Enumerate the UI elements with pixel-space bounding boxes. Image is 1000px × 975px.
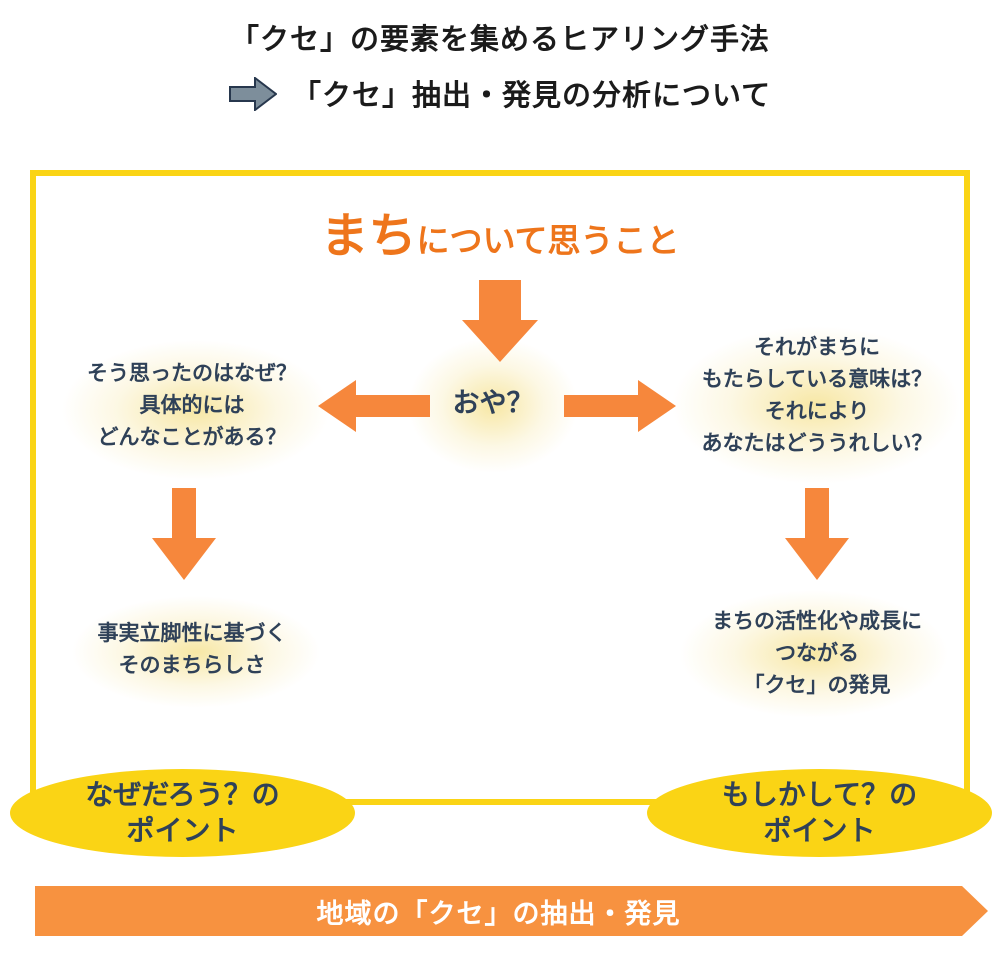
left-question-line: 具体的には <box>139 394 245 417</box>
page-title: 「クセ」の要素を集めるヒアリング手法 <box>229 24 770 56</box>
left-result-line: そのまちらしさ <box>118 654 266 677</box>
page-subtitle: 「クセ」抽出・発見の分析について <box>0 72 1000 114</box>
right-question-line: それにより <box>764 400 870 423</box>
page-subtitle-text: 「クセ」抽出・発見の分析について <box>291 80 772 112</box>
right-point-ellipse: もしかして？の ポイント <box>647 769 992 857</box>
left-result-line: 事実立脚性に基づく <box>97 622 287 645</box>
left-result: 事実立脚性に基づく そのまちらしさ <box>38 618 346 682</box>
down-arrow-icon <box>152 488 216 580</box>
block-right-arrow-icon <box>228 75 278 113</box>
glow-highlight <box>680 590 948 718</box>
bottom-banner: 地域の「クセ」の抽出・発見 <box>35 886 988 936</box>
frame-title: まちについて思うこと <box>0 196 1000 266</box>
glow-highlight <box>672 326 960 484</box>
left-point-label: なぜだろう？の ポイント <box>85 779 280 846</box>
left-question: そう思ったのはなぜ？ 具体的には どんなことがある？ <box>38 358 346 454</box>
right-question-line: それがまちに <box>754 336 880 359</box>
bottom-banner-label: 地域の「クセ」の抽出・発見 <box>316 898 681 929</box>
down-arrow-icon <box>785 488 849 580</box>
right-question-line: もたらしている意味は？ <box>701 368 933 391</box>
left-arrow-icon <box>318 380 430 432</box>
right-result-line: 「クセ」の発見 <box>743 674 891 697</box>
left-question-line: そう思ったのはなぜ？ <box>87 362 297 385</box>
frame-title-rest: について思うこと <box>416 222 680 259</box>
right-result-line: つながる <box>775 642 859 665</box>
right-result: まちの活性化や成長に つながる 「クセ」の発見 <box>658 606 976 702</box>
center-prompt: おや？ <box>452 388 534 418</box>
frame-title-emphasis: まち <box>320 210 417 263</box>
left-question-line: どんなことがある？ <box>97 426 287 449</box>
right-question: それがまちに もたらしている意味は？ それにより あなたはどううれしい？ <box>658 332 976 460</box>
right-arrow-icon <box>564 380 676 432</box>
glow-highlight <box>408 338 578 473</box>
right-point-label: もしかして？の ポイント <box>721 779 918 846</box>
left-point-ellipse: なぜだろう？の ポイント <box>10 769 355 857</box>
glow-highlight <box>62 340 330 480</box>
glow-highlight <box>72 596 320 708</box>
right-result-line: まちの活性化や成長に <box>712 610 922 633</box>
down-arrow-icon <box>462 280 538 362</box>
right-question-line: あなたはどううれしい？ <box>701 432 933 455</box>
analysis-frame <box>30 170 970 805</box>
